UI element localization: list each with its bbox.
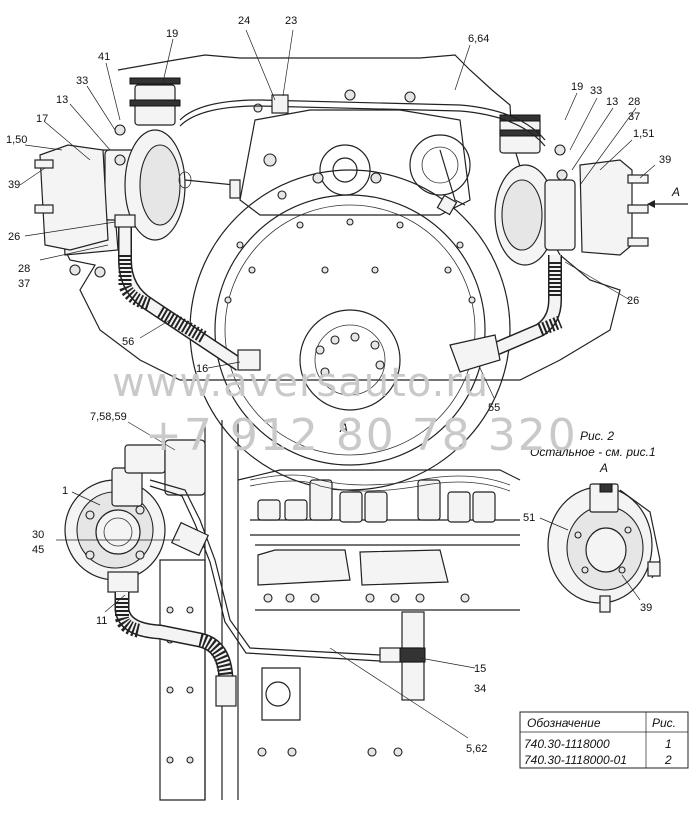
callout: 39 xyxy=(8,179,20,191)
callout: 13 xyxy=(56,94,68,106)
callout: 28 xyxy=(628,96,640,108)
callout: 30 xyxy=(32,529,44,541)
turbocharger-left xyxy=(104,77,192,241)
table-cell: 740.30-1118000 xyxy=(524,737,610,751)
callout: 19 xyxy=(166,28,178,40)
callout: 17 xyxy=(36,113,48,125)
table-header-figure: Рис. xyxy=(652,716,676,730)
table-cell: 740.30-1118000-01 xyxy=(524,753,627,767)
leader-lines-bottom xyxy=(56,421,476,739)
intake-housing-left xyxy=(39,144,109,251)
callout: 15 xyxy=(474,663,486,675)
inset-view-letter: A xyxy=(599,461,608,475)
designation-table: Обозначение Рис. 740.30-1118000 1 740.30… xyxy=(519,711,689,769)
callout: 7,58,59 xyxy=(90,411,127,423)
callout: 45 xyxy=(32,544,44,556)
callout: 55 xyxy=(488,402,500,414)
inset-subtitle: Остальное - см. рис.1 xyxy=(530,445,656,459)
oil-supply-pipe xyxy=(179,99,546,141)
callout: 34 xyxy=(474,683,486,695)
table-cell: 1 xyxy=(665,737,672,751)
callout: 13 xyxy=(606,96,618,108)
callout: 33 xyxy=(76,75,88,87)
turbocharger-side xyxy=(64,439,206,593)
callout: 56 xyxy=(122,336,134,348)
top-callouts: 19 24 23 6,64 41 33 13 17 1,50 39 26 28 … xyxy=(6,15,680,414)
hub-bolts xyxy=(315,332,385,377)
callout: 41 xyxy=(98,51,110,63)
callout: 28 xyxy=(18,263,30,275)
callout: 37 xyxy=(628,111,640,123)
inset-callout-39: 39 xyxy=(640,602,652,614)
callout: 1 xyxy=(62,485,68,497)
watermark-phone: +7 912 80 78 320 xyxy=(145,410,578,461)
watermark-site: www.aversauto.ru xyxy=(112,360,489,406)
callout: 6,64 xyxy=(468,33,489,45)
bottom-callouts: 7,58,59 A 1 30 45 11 15 34 5,62 xyxy=(32,411,487,755)
flywheel-hub xyxy=(299,309,401,411)
watermark: www.aversauto.ru +7 912 80 78 320 xyxy=(112,360,578,461)
injectors xyxy=(257,479,496,523)
housing-bolts xyxy=(224,218,476,304)
inset-callout-51: 51 xyxy=(523,512,535,524)
table-cell: 2 xyxy=(664,753,672,767)
callout: 26 xyxy=(8,231,20,243)
callout: 11 xyxy=(96,615,107,627)
table-header-designation: Обозначение xyxy=(527,716,601,730)
callout: 19 xyxy=(571,81,583,93)
callout: 1,50 xyxy=(6,134,27,146)
callout: 26 xyxy=(627,295,639,307)
callout: 37 xyxy=(18,278,30,290)
turbocharger-right xyxy=(494,114,576,266)
callout: 24 xyxy=(238,15,250,27)
callout: 23 xyxy=(285,15,297,27)
callout: A xyxy=(339,421,348,435)
engine-block-top xyxy=(34,54,688,491)
callout: 5,62 xyxy=(466,743,487,755)
callout: 39 xyxy=(659,154,671,166)
inset-title: Рис. 2 xyxy=(580,429,614,443)
callout: 33 xyxy=(590,85,602,97)
callout: 1,51 xyxy=(633,128,654,140)
callout: A xyxy=(671,185,680,199)
inset-figure-2: Рис. 2 Остальное - см. рис.1 A 51 39 xyxy=(523,429,661,614)
leader-lines-top xyxy=(19,29,656,399)
engine-block-bottom xyxy=(64,420,521,801)
callout: 16 xyxy=(196,363,208,375)
